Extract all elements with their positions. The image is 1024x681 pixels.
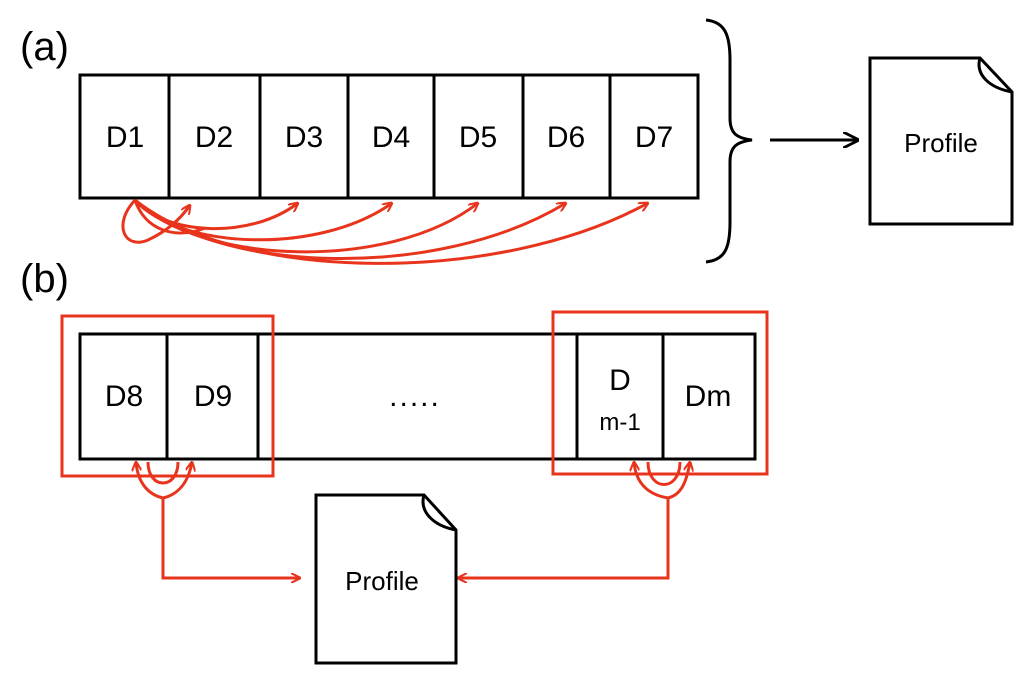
- highlight-box-right: [551, 310, 769, 476]
- panel-b-right-relations: [458, 462, 690, 578]
- panel-a-strip-border: [78, 73, 700, 200]
- cell-d8: D8: [105, 380, 143, 413]
- arc-d1-d2: [121, 198, 190, 244]
- cell-d3: D3: [285, 121, 323, 154]
- arc-dm-1: [634, 462, 669, 500]
- profile-label-a: Profile: [904, 128, 978, 158]
- panel-b-label: (b): [20, 257, 69, 301]
- cell-d1: D1: [106, 121, 144, 154]
- cell-dm-1-top: D: [609, 364, 631, 397]
- cell-dm-1-bottom: m-1: [599, 409, 640, 436]
- connector-right-to-profile: [458, 498, 670, 578]
- panel-a-relation-arcs: [121, 198, 648, 265]
- arc-d1-d3: [133, 199, 298, 230]
- profile-document-b: Profile: [314, 493, 458, 665]
- arc-d9: [162, 462, 192, 500]
- grouping-brace: [705, 18, 753, 264]
- document-icon: [868, 56, 1014, 226]
- cell-d9: D9: [194, 380, 232, 413]
- profile-document-a: Profile: [868, 56, 1014, 226]
- cell-d5: D5: [459, 121, 497, 154]
- cell-d4: D4: [372, 121, 410, 154]
- arc-dm: [667, 462, 690, 500]
- panel-b-left-relations: [136, 462, 300, 578]
- arc-dm-1-dm: [646, 461, 682, 486]
- cell-d6: D6: [547, 121, 585, 154]
- panel-a-strip: D1 D2 D3 D4 D5 D6 D7: [78, 73, 700, 200]
- arc-d8: [136, 462, 164, 500]
- cell-d2: D2: [195, 121, 233, 154]
- panel-b-strip: D8 D9 ..... D m-1 Dm: [78, 332, 757, 461]
- document-fold: [977, 57, 1013, 94]
- document-icon: [314, 493, 458, 665]
- cell-d7: D7: [635, 121, 673, 154]
- arc-d1-d7: [134, 198, 648, 265]
- highlight-box-left: [60, 314, 275, 478]
- ellipsis: .....: [389, 380, 441, 413]
- panel-b-strip-border: [78, 332, 757, 461]
- profile-label-b: Profile: [345, 566, 419, 596]
- document-fold: [421, 494, 457, 532]
- connector-left-to-profile: [161, 498, 300, 578]
- cell-dm: Dm: [685, 380, 732, 413]
- panel-a-label: (a): [20, 25, 69, 69]
- arc-d8-d9: [146, 461, 180, 485]
